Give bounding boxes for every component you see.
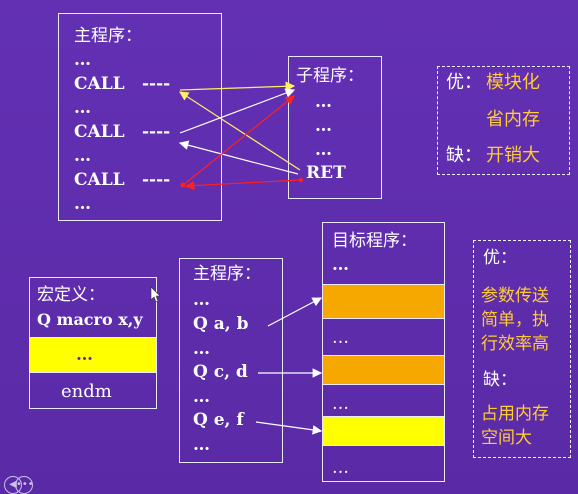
- ellipsis-line: …: [315, 116, 332, 136]
- call-3-dot: [180, 182, 186, 188]
- macro-call-ab: Q a, b: [193, 314, 249, 334]
- call-instruction-1: CALL: [74, 74, 125, 94]
- main-program-title: 主程序：: [74, 26, 142, 46]
- expanded-block-1: [323, 284, 444, 319]
- call-dash-2: ----: [142, 122, 171, 142]
- pros-cons-box-top: [437, 66, 570, 175]
- call-dash-3: ----: [142, 170, 171, 190]
- expanded-block-3: [323, 416, 444, 446]
- macro-body-ellipsis: …: [76, 345, 93, 365]
- macro-call-cd: Q c, d: [193, 362, 248, 382]
- pro-line-2: 简单，执: [481, 310, 549, 330]
- macro-call-ef: Q e, f: [193, 410, 244, 430]
- con-label-bottom: 缺：: [483, 370, 517, 390]
- ret-instruction: RET: [306, 163, 346, 183]
- ellipsis-line: …: [193, 339, 210, 359]
- macro-definition-title: 宏定义：: [37, 285, 105, 305]
- call-instruction-3: CALL: [74, 170, 125, 190]
- ellipsis-line: …: [74, 146, 91, 166]
- target-program-title: 目标程序：: [332, 231, 417, 251]
- con-line-2: 空间大: [481, 428, 532, 448]
- call-instruction-2: CALL: [74, 122, 125, 142]
- ellipsis-line: …: [193, 387, 210, 407]
- con-overhead: 开销大: [486, 145, 540, 166]
- macro-body-block: [30, 337, 156, 373]
- menu-icon[interactable]: •••: [15, 476, 34, 494]
- ellipsis-line: …: [332, 394, 349, 414]
- expand-arrow-ef: [255, 421, 323, 435]
- pros-cons-box-bottom: [473, 240, 571, 458]
- call-arrow-3: [181, 95, 295, 187]
- ellipsis-line: …: [74, 50, 91, 70]
- ellipsis-line: …: [332, 328, 349, 348]
- cursor-arrow-icon: [150, 286, 161, 303]
- ellipsis-line: …: [332, 458, 349, 478]
- ellipsis-line: …: [74, 194, 91, 214]
- pro-save-memory: 省内存: [486, 109, 540, 130]
- return-arrow-3: [184, 179, 301, 191]
- target-program-box: [322, 222, 445, 482]
- main-program-box-bottom: [179, 258, 283, 463]
- pro-modular: 模块化: [486, 72, 540, 93]
- ellipsis-line: …: [315, 92, 332, 112]
- ellipsis-line: …: [193, 290, 210, 310]
- call-arrow-2: [179, 88, 296, 134]
- macro-definition-box: [29, 277, 157, 409]
- call-dash-1: ----: [142, 74, 171, 94]
- con-label: 缺：: [446, 145, 482, 166]
- expand-arrow-ab: [267, 297, 323, 327]
- macro-header: Q macro x,y: [37, 310, 143, 329]
- ellipsis-line: …: [74, 98, 91, 118]
- expanded-block-2: [323, 355, 444, 385]
- pro-label-bottom: 优：: [483, 248, 517, 268]
- return-arrow-1: [178, 91, 301, 171]
- subroutine-title: 子程序：: [296, 66, 364, 86]
- subroutine-box: [288, 56, 382, 199]
- ret-dot: [298, 177, 304, 183]
- ellipsis-line: …: [315, 140, 332, 160]
- con-line-1: 占用内存: [481, 404, 549, 424]
- pro-line-1: 参数传送: [481, 286, 549, 306]
- macro-end: endm: [61, 381, 112, 402]
- pro-line-3: 行效率高: [481, 334, 549, 354]
- return-arrow-2: [178, 140, 299, 175]
- main-program-title-bottom: 主程序：: [193, 264, 261, 284]
- ellipsis-line: …: [193, 435, 210, 455]
- call-arrow-1: [179, 81, 296, 92]
- pro-label: 优：: [446, 72, 482, 93]
- ellipsis-line: …: [332, 255, 349, 275]
